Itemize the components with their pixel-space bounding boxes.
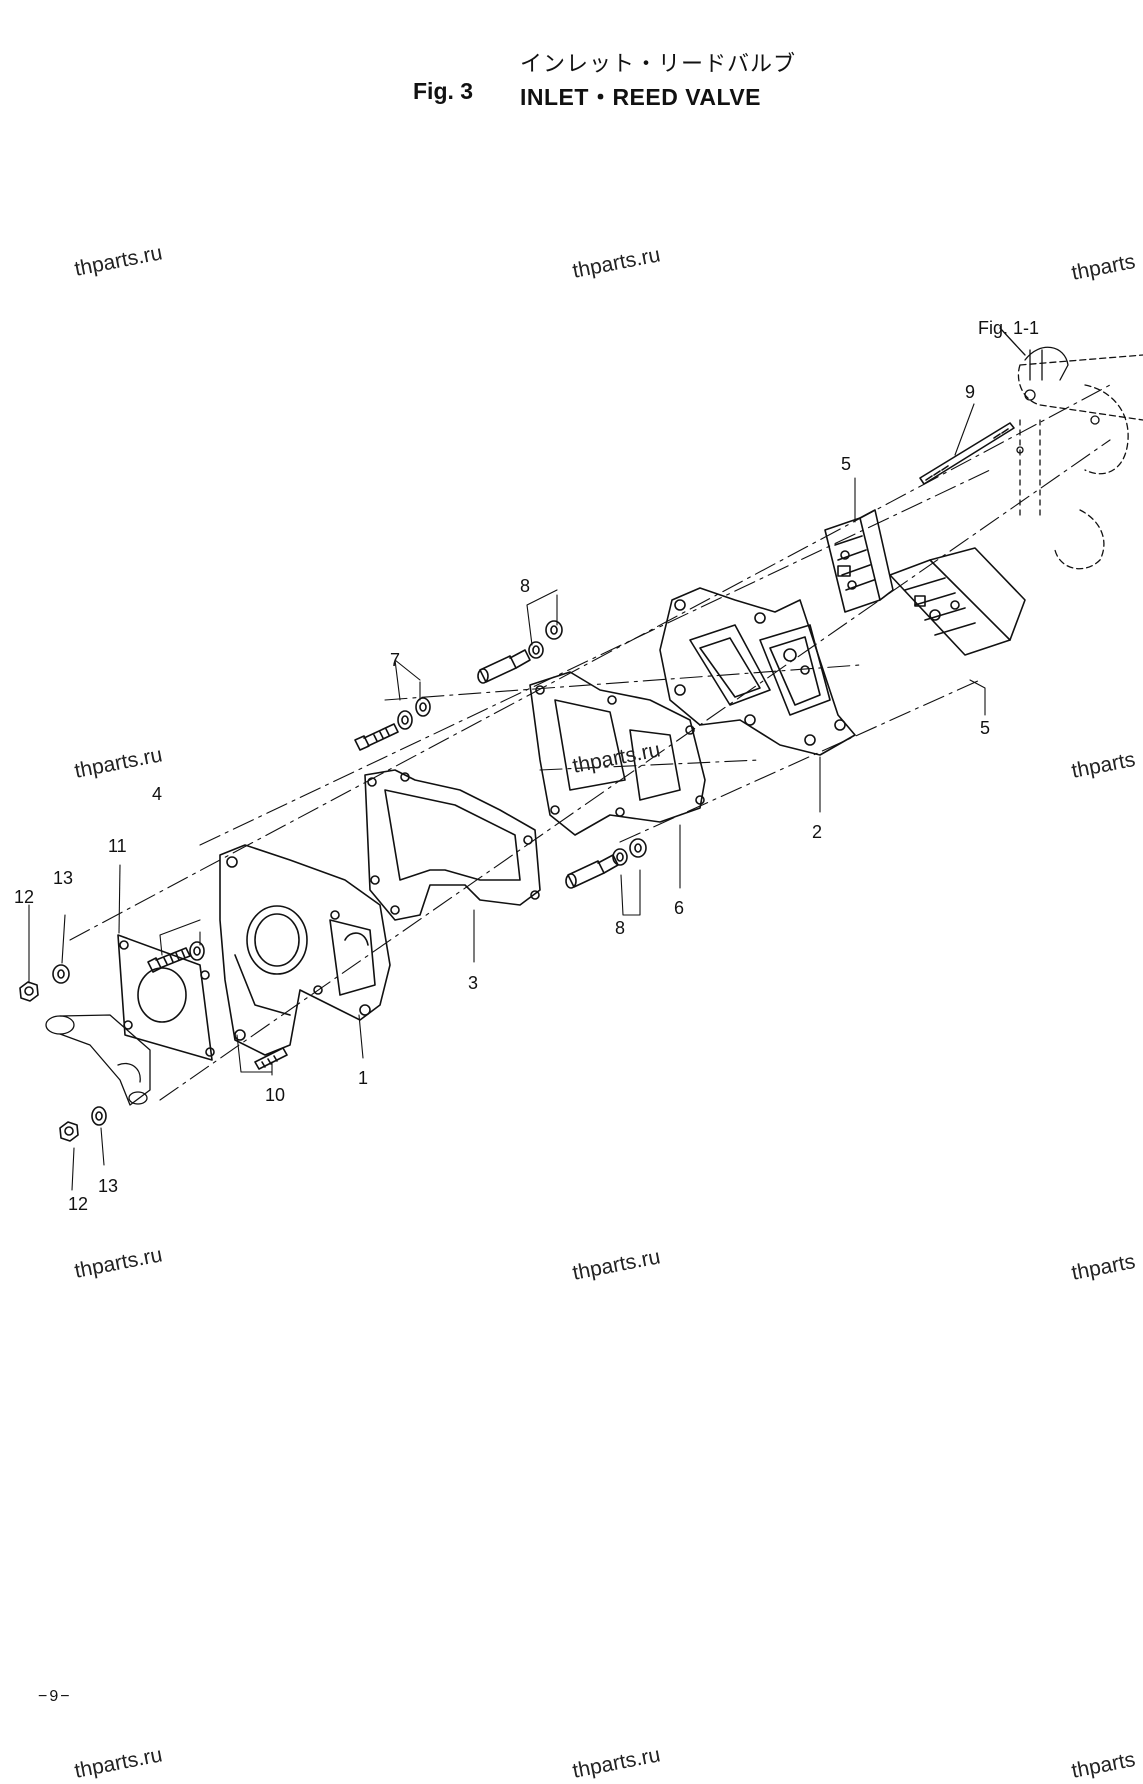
alignment-centerlines — [69, 384, 1111, 1101]
title-english: INLET・REED VALVE — [520, 84, 761, 110]
callout-4: 4 — [152, 784, 162, 804]
leader-lines — [28, 403, 986, 1191]
callout-3: 3 — [468, 973, 478, 993]
callout-1: 1 — [358, 1068, 368, 1088]
socket-bolt-upper — [477, 620, 563, 684]
reed-valve-lower — [889, 547, 1026, 656]
callout-13-lower: 13 — [98, 1176, 118, 1196]
callout-12-lower: 12 — [68, 1194, 88, 1214]
carburetor-flange-stub — [45, 1014, 151, 1106]
callout-6: 6 — [674, 898, 684, 918]
bolt-item-4 — [147, 941, 205, 973]
callout-13-upper: 13 — [53, 868, 73, 888]
callout-12-upper: 12 — [14, 887, 34, 907]
callout-10: 10 — [265, 1085, 285, 1105]
nut-washer-upper — [19, 964, 70, 1002]
nut-washer-lower — [59, 1106, 107, 1142]
bolt-item-7 — [354, 697, 431, 751]
callout-9: 9 — [965, 382, 975, 402]
socket-bolt-lower — [565, 838, 647, 889]
callout-5-lower: 5 — [980, 718, 990, 738]
reed-valve-housing — [659, 587, 856, 756]
engine-crankcase-section — [999, 327, 1143, 570]
reed-valve-gasket — [529, 671, 706, 836]
callout-7: 7 — [390, 650, 400, 670]
callout-8-upper: 8 — [520, 576, 530, 596]
figure-number: Fig. 3 — [413, 78, 474, 104]
long-stud-bolt — [919, 422, 1015, 485]
callout-2: 2 — [812, 822, 822, 842]
callout-5-upper: 5 — [841, 454, 851, 474]
callout-8-lower: 8 — [615, 918, 625, 938]
stud-item-10 — [254, 1047, 288, 1070]
title-japanese: インレット・リードバルブ — [520, 52, 797, 77]
inlet-manifold — [219, 844, 391, 1056]
callout-11: 11 — [108, 836, 127, 856]
page-number: −9− — [38, 1688, 72, 1705]
carburetor-gasket — [117, 934, 215, 1061]
reference-fig-1-1: Fig. 1-1 — [978, 318, 1039, 338]
inlet-gasket — [364, 769, 541, 921]
reed-valve-upper — [824, 509, 894, 613]
